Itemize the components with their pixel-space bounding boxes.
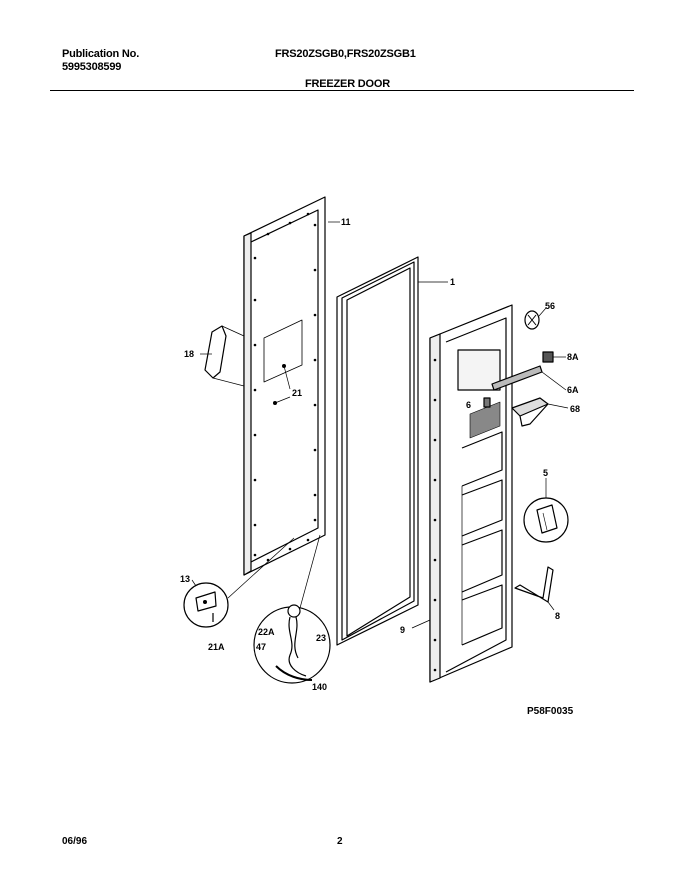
part-8A-bracket: [542, 351, 554, 363]
part-140-harness-detail: [253, 604, 331, 684]
part-8-bar: [514, 566, 554, 603]
callout-68: 68: [570, 404, 580, 414]
callout-1: 1: [450, 277, 455, 287]
callout-11: 11: [341, 217, 351, 227]
part-68-paddle: [511, 397, 549, 427]
publication-number: 5995308599: [62, 61, 122, 73]
part-56-clip: [524, 310, 540, 330]
part-13-detail: [183, 582, 229, 628]
header-rule: [50, 90, 634, 91]
outer-door-panel: [243, 196, 326, 576]
publication-label: Publication No.: [62, 48, 140, 60]
callout-140: 140: [312, 682, 327, 692]
callout-6A: 6A: [567, 385, 579, 395]
part-6-clip: [483, 397, 491, 408]
callout-13: 13: [180, 574, 190, 584]
leader-lines: [191, 221, 569, 629]
callout-labels: 11 1 56 8A 6A 6 68 18 21 5 8 9 13 21A 22…: [180, 217, 580, 692]
door-gasket: [336, 256, 419, 646]
callout-23: 23: [316, 633, 326, 643]
callout-47: 47: [256, 642, 266, 652]
callout-56: 56: [545, 301, 555, 311]
callout-8: 8: [555, 611, 560, 621]
door-handle: [204, 325, 245, 387]
inner-door-liner: [429, 304, 513, 683]
callout-18: 18: [184, 349, 194, 359]
callout-9: 9: [400, 625, 405, 635]
callout-8A: 8A: [567, 352, 579, 362]
callout-6: 6: [466, 400, 471, 410]
callout-21: 21: [292, 388, 302, 398]
footer-date: 06/96: [62, 836, 88, 847]
callout-5: 5: [543, 468, 548, 478]
model-numbers: FRS20ZSGB0,FRS20ZSGB1: [275, 48, 416, 60]
section-title: FREEZER DOOR: [305, 78, 390, 90]
callout-21A: 21A: [208, 642, 225, 652]
page-number: 2: [337, 836, 343, 847]
figure-code: P58F0035: [527, 706, 574, 717]
callout-22A: 22A: [258, 627, 275, 637]
part-5-module: [523, 497, 569, 543]
